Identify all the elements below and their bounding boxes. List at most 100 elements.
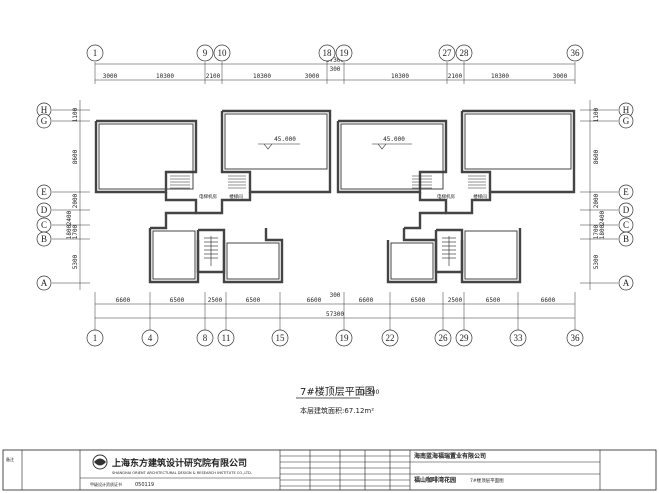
top-dim-3: 2100 bbox=[206, 73, 221, 80]
axis-bubble-top-28: 28 bbox=[455, 44, 473, 62]
stair-hatching bbox=[170, 175, 486, 266]
top-dim-9: 3000 bbox=[553, 73, 568, 80]
top-total-dimension: 57300 bbox=[326, 57, 344, 64]
svg-text:8600: 8600 bbox=[593, 149, 600, 164]
svg-text:1700: 1700 bbox=[593, 224, 600, 239]
axis-bubble-right-G: G bbox=[618, 113, 634, 129]
axis-bubble-bottom-36: 36 bbox=[566, 329, 584, 347]
title-block: 备注 上海东方建筑设计研究院有限公司 SHANGHAI ORIENT ARCHI… bbox=[2, 449, 657, 491]
roof-block-4 bbox=[460, 109, 576, 194]
side-label: 备注 bbox=[6, 456, 14, 462]
lower-wing-2 bbox=[222, 228, 284, 284]
cert-label: 甲级设计资质证书 bbox=[90, 481, 122, 487]
bottom-dimension-block: 300 57300 6600 6500 2500 6500 6600 6600 … bbox=[95, 292, 575, 319]
top-dimension-block: 57300 300 3000 10300 2100 10300 3000 103… bbox=[95, 57, 575, 81]
top-middle-dimension: 300 bbox=[330, 66, 341, 73]
svg-text:15: 15 bbox=[276, 333, 286, 343]
drawing-scale: 1:200 bbox=[362, 389, 379, 396]
svg-text:5300: 5300 bbox=[593, 254, 600, 269]
floor-area-note: 本层建筑面积:67.12m² bbox=[300, 406, 374, 415]
svg-text:8600: 8600 bbox=[72, 149, 79, 164]
svg-text:6500: 6500 bbox=[170, 297, 185, 304]
axis-bubble-bottom-29: 29 bbox=[455, 329, 473, 347]
core-left-stair-box bbox=[196, 228, 226, 274]
svg-text:36: 36 bbox=[571, 48, 581, 58]
axis-bubble-top-1: 1 bbox=[86, 44, 104, 62]
side-axis-grid: H G E D C B A H G E D C B A 1100 8600 20… bbox=[36, 100, 634, 291]
svg-text:6500: 6500 bbox=[411, 297, 426, 304]
svg-text:C: C bbox=[623, 220, 629, 230]
svg-text:1: 1 bbox=[93, 333, 98, 343]
svg-text:4: 4 bbox=[148, 333, 153, 343]
svg-text:B: B bbox=[41, 234, 47, 244]
lower-wing-3 bbox=[386, 228, 438, 284]
lower-wing-1 bbox=[148, 228, 200, 284]
company-name-en: SHANGHAI ORIENT ARCHITECTURAL DESIGN & R… bbox=[112, 471, 252, 475]
svg-text:G: G bbox=[623, 116, 630, 126]
svg-text:22: 22 bbox=[386, 333, 395, 343]
svg-text:33: 33 bbox=[514, 333, 524, 343]
core-left-upper bbox=[164, 192, 252, 215]
svg-text:B: B bbox=[623, 234, 629, 244]
svg-text:2000: 2000 bbox=[593, 193, 600, 208]
company-name-cn: 上海东方建筑设计研究院有限公司 bbox=[112, 457, 247, 469]
axis-bubble-top-18: 18 bbox=[318, 44, 336, 62]
top-axis-grid: 1 9 10 18 19 27 28 36 bbox=[86, 44, 584, 84]
core-right-stair-box bbox=[434, 228, 464, 274]
axis-bubble-right-E: E bbox=[618, 184, 634, 200]
axis-bubble-right-D: D bbox=[618, 202, 634, 218]
top-dim-1: 3000 bbox=[103, 73, 118, 80]
svg-text:E: E bbox=[623, 187, 629, 197]
svg-text:2500: 2500 bbox=[448, 297, 463, 304]
roof-block-3 bbox=[336, 119, 448, 194]
axis-bubble-top-27: 27 bbox=[438, 44, 456, 62]
svg-text:6500: 6500 bbox=[246, 297, 261, 304]
svg-text:1: 1 bbox=[93, 48, 98, 58]
project-name: 福山咖啡湾花园 bbox=[413, 476, 456, 484]
svg-text:45.000: 45.000 bbox=[383, 136, 405, 143]
svg-text:6600: 6600 bbox=[116, 297, 131, 304]
axis-bubble-left-B: B bbox=[36, 231, 52, 247]
svg-text:11: 11 bbox=[222, 333, 231, 343]
axis-bubble-right-B: B bbox=[618, 231, 634, 247]
company-logo bbox=[92, 454, 108, 470]
svg-text:8: 8 bbox=[203, 333, 208, 343]
left-dimension-texts: 1100 8600 2000 2400 1700 1800 5300 bbox=[66, 107, 79, 269]
svg-text:C: C bbox=[41, 220, 47, 230]
svg-text:6600: 6600 bbox=[359, 297, 374, 304]
axis-bubble-bottom-8: 8 bbox=[196, 329, 214, 347]
axis-bubble-bottom-33: 33 bbox=[509, 329, 527, 347]
axis-bubble-top-36: 36 bbox=[566, 44, 584, 62]
client-name: 海南蓝海福瑞置业有限公司 bbox=[414, 452, 486, 460]
svg-text:A: A bbox=[623, 278, 630, 288]
svg-text:19: 19 bbox=[340, 48, 350, 58]
axis-bubble-top-19: 19 bbox=[335, 44, 353, 62]
svg-text:6600: 6600 bbox=[541, 297, 556, 304]
svg-text:29: 29 bbox=[460, 333, 470, 343]
room-label-elevator-machine-1: 电梯机房 bbox=[199, 193, 217, 200]
svg-text:28: 28 bbox=[460, 48, 470, 58]
room-label-elevator-machine-2: 电梯机房 bbox=[437, 193, 455, 200]
top-dim-5: 3000 bbox=[305, 73, 320, 80]
core-right-upper bbox=[418, 192, 492, 215]
bottom-axis-grid: 1 4 8 11 15 19 22 26 29 33 36 bbox=[86, 292, 584, 347]
bottom-total-dimension: 57300 bbox=[326, 311, 344, 318]
axis-bubble-left-E: E bbox=[36, 184, 52, 200]
svg-text:H: H bbox=[41, 105, 48, 115]
cert-number: 050119 bbox=[135, 482, 154, 488]
svg-text:45.000: 45.000 bbox=[274, 136, 296, 143]
svg-text:1800: 1800 bbox=[599, 224, 606, 239]
svg-text:36: 36 bbox=[571, 333, 581, 343]
top-dim-4: 10300 bbox=[253, 73, 271, 80]
svg-text:1100: 1100 bbox=[593, 107, 600, 122]
top-dim-6: 10300 bbox=[391, 73, 409, 80]
svg-text:1100: 1100 bbox=[72, 107, 79, 122]
svg-text:D: D bbox=[623, 205, 630, 215]
core-right-lower bbox=[404, 211, 446, 230]
axis-bubble-left-D: D bbox=[36, 202, 52, 218]
top-dim-2: 10300 bbox=[156, 73, 174, 80]
bottom-dimension-segments: 6600 6500 2500 6500 6600 6600 6500 2500 … bbox=[116, 297, 556, 304]
svg-text:9: 9 bbox=[203, 48, 208, 58]
svg-text:2400: 2400 bbox=[66, 210, 73, 225]
